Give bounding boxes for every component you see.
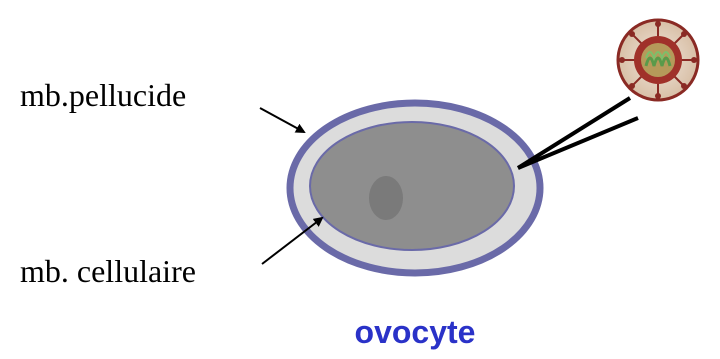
label-cell-membrane: mb. cellulaire xyxy=(20,253,196,289)
injection-pipette xyxy=(518,98,638,168)
label-zona-pellucida: mb.pellucide xyxy=(20,77,186,113)
arrow-zona-pellucida xyxy=(260,108,304,132)
caption-ovocyte: ovocyte xyxy=(355,314,476,350)
nucleus xyxy=(369,176,403,220)
virus-particle-icon xyxy=(618,20,698,100)
cytoplasm xyxy=(310,122,514,250)
